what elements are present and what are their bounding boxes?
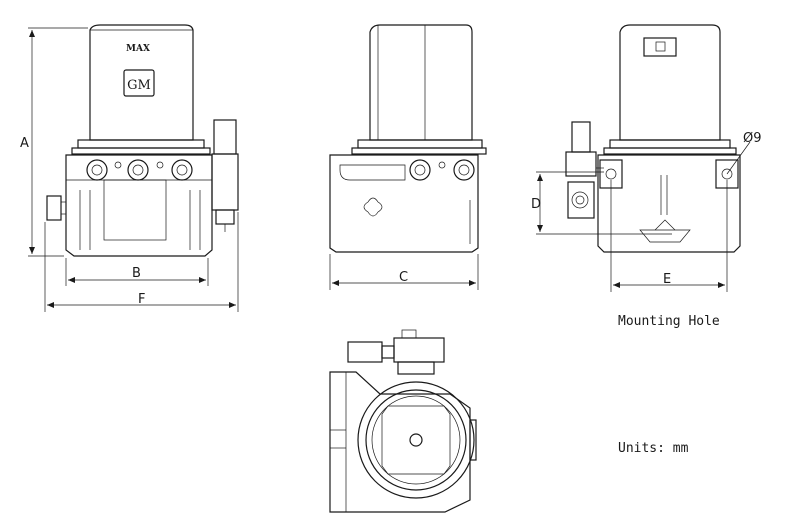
dim-c-label: C bbox=[399, 270, 408, 285]
gm-badge bbox=[123, 69, 155, 97]
units-note: Units: mm bbox=[618, 441, 689, 456]
front-view: MAX GM A B bbox=[20, 24, 239, 312]
mounting-hole-note: Mounting Hole bbox=[618, 314, 720, 329]
dim-b-label: B bbox=[132, 266, 141, 281]
cover-text: MAX bbox=[126, 44, 150, 54]
rotation-icon bbox=[363, 197, 383, 217]
side-view: C bbox=[329, 24, 487, 290]
rear-view: Ø9 D E bbox=[531, 24, 762, 292]
hole-diameter-label: Ø9 bbox=[743, 131, 762, 146]
dim-e-label: E bbox=[663, 272, 671, 287]
dim-a-label: A bbox=[20, 136, 29, 151]
gm-badge-text: GM bbox=[127, 78, 151, 93]
dim-d-label: D bbox=[531, 197, 541, 212]
top-view bbox=[329, 329, 477, 513]
dim-f-label: F bbox=[138, 292, 145, 307]
